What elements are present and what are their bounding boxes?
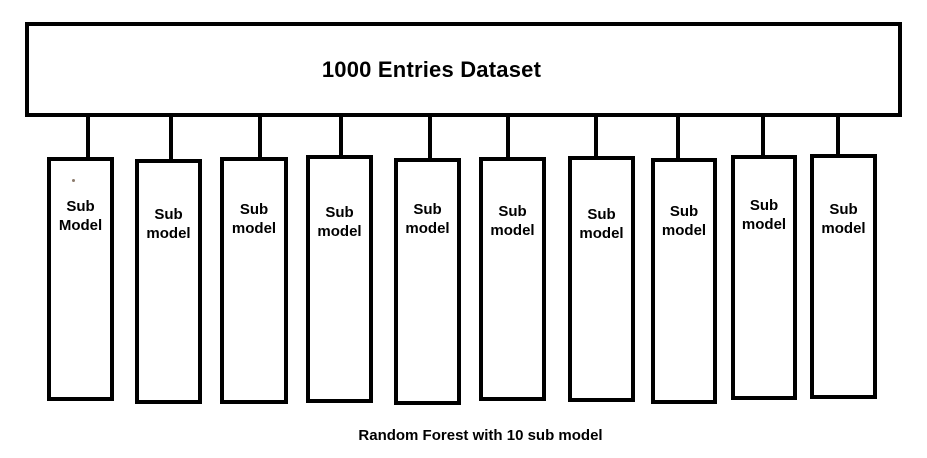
connector-line [761, 113, 765, 163]
connector-line [676, 113, 680, 166]
sub-model-box: Sub model [135, 159, 202, 404]
sub-model-box: Sub model [810, 154, 877, 399]
connector-line [428, 113, 432, 166]
sub-model-box: Sub model [220, 157, 288, 404]
sub-model-label: Sub model [405, 201, 450, 237]
connector-line [506, 113, 510, 165]
sub-model-box: Sub model [306, 155, 373, 403]
speck-artifact [72, 179, 75, 182]
sub-model-label: Sub model [490, 203, 535, 239]
sub-model-label: Sub model [579, 206, 624, 242]
connector-line [594, 113, 598, 164]
sub-model-label: Sub model [231, 201, 277, 237]
sub-model-label: Sub model [317, 204, 362, 240]
connector-line [86, 113, 90, 165]
sub-model-label: Sub model [741, 197, 787, 233]
dataset-box: 1000 Entries Dataset [25, 22, 902, 117]
sub-model-box: Sub model [479, 157, 546, 401]
sub-model-label: Sub Model [58, 198, 103, 234]
sub-model-box: Sub model [651, 158, 717, 404]
sub-model-label: Sub model [146, 206, 191, 242]
dataset-title: 1000 Entries Dataset [321, 56, 542, 82]
sub-model-box: Sub Model [47, 157, 114, 401]
sub-model-box: Sub model [394, 158, 461, 405]
diagram-caption: Random Forest with 10 sub model [358, 427, 603, 444]
sub-model-box: Sub model [731, 155, 797, 400]
sub-model-label: Sub model [661, 203, 707, 239]
sub-model-label: Sub model [821, 201, 866, 237]
connector-line [258, 113, 262, 165]
connector-line [339, 113, 343, 163]
sub-model-box: Sub model [568, 156, 635, 402]
connector-line [169, 113, 173, 167]
connector-line [836, 113, 840, 162]
